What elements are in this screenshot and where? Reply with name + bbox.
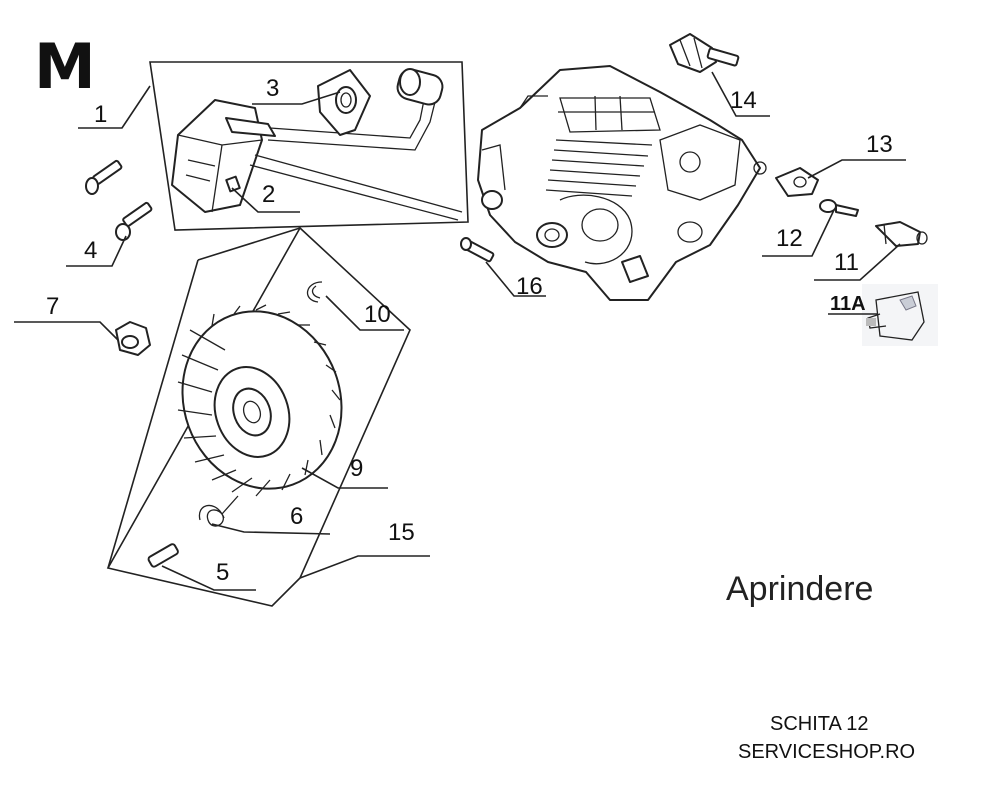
callout-13: 13 <box>866 131 893 158</box>
callout-15: 15 <box>388 519 415 546</box>
grommet-part <box>317 69 371 136</box>
callout-7: 7 <box>46 293 59 320</box>
callout-2: 2 <box>262 181 275 208</box>
screw-lower <box>115 201 153 241</box>
crankcase-bolt <box>460 237 495 263</box>
callout-11: 11 <box>834 249 859 276</box>
callout-5: 5 <box>216 559 229 586</box>
screw-upper <box>85 159 123 195</box>
footer-schema-number: SCHITA 12 <box>770 713 869 735</box>
flywheel-nut <box>115 321 151 356</box>
callout-10: 10 <box>364 301 391 328</box>
callout-4: 4 <box>84 237 97 264</box>
stop-switch <box>875 221 928 247</box>
callout-16: 16 <box>516 273 543 300</box>
callout-11a: 11A <box>830 293 866 315</box>
pawl-spring <box>198 495 239 527</box>
flywheel <box>177 304 343 497</box>
ring-terminal <box>819 199 859 217</box>
footer-website: SERVICESHOP.RO <box>738 741 915 763</box>
pawl-pin <box>147 543 179 568</box>
group-outline-ignition-coil <box>149 61 469 231</box>
section-letter: M <box>34 30 96 103</box>
callout-12: 12 <box>776 225 803 252</box>
diagram-heading: Aprindere <box>726 570 873 608</box>
stop-switch-inset <box>862 284 938 346</box>
crankcase <box>477 65 767 301</box>
spark-plug <box>669 33 740 73</box>
group-outline-flywheel <box>106 226 411 607</box>
ignition-coil <box>171 68 463 221</box>
flywheel-clip <box>306 281 323 303</box>
terminal-connector <box>775 167 819 197</box>
callout-3: 3 <box>266 75 279 102</box>
callout-9: 9 <box>350 455 363 482</box>
callout-14: 14 <box>730 87 757 114</box>
callout-6: 6 <box>290 503 303 530</box>
callout-1: 1 <box>94 101 107 128</box>
leader-lines <box>14 71 906 591</box>
